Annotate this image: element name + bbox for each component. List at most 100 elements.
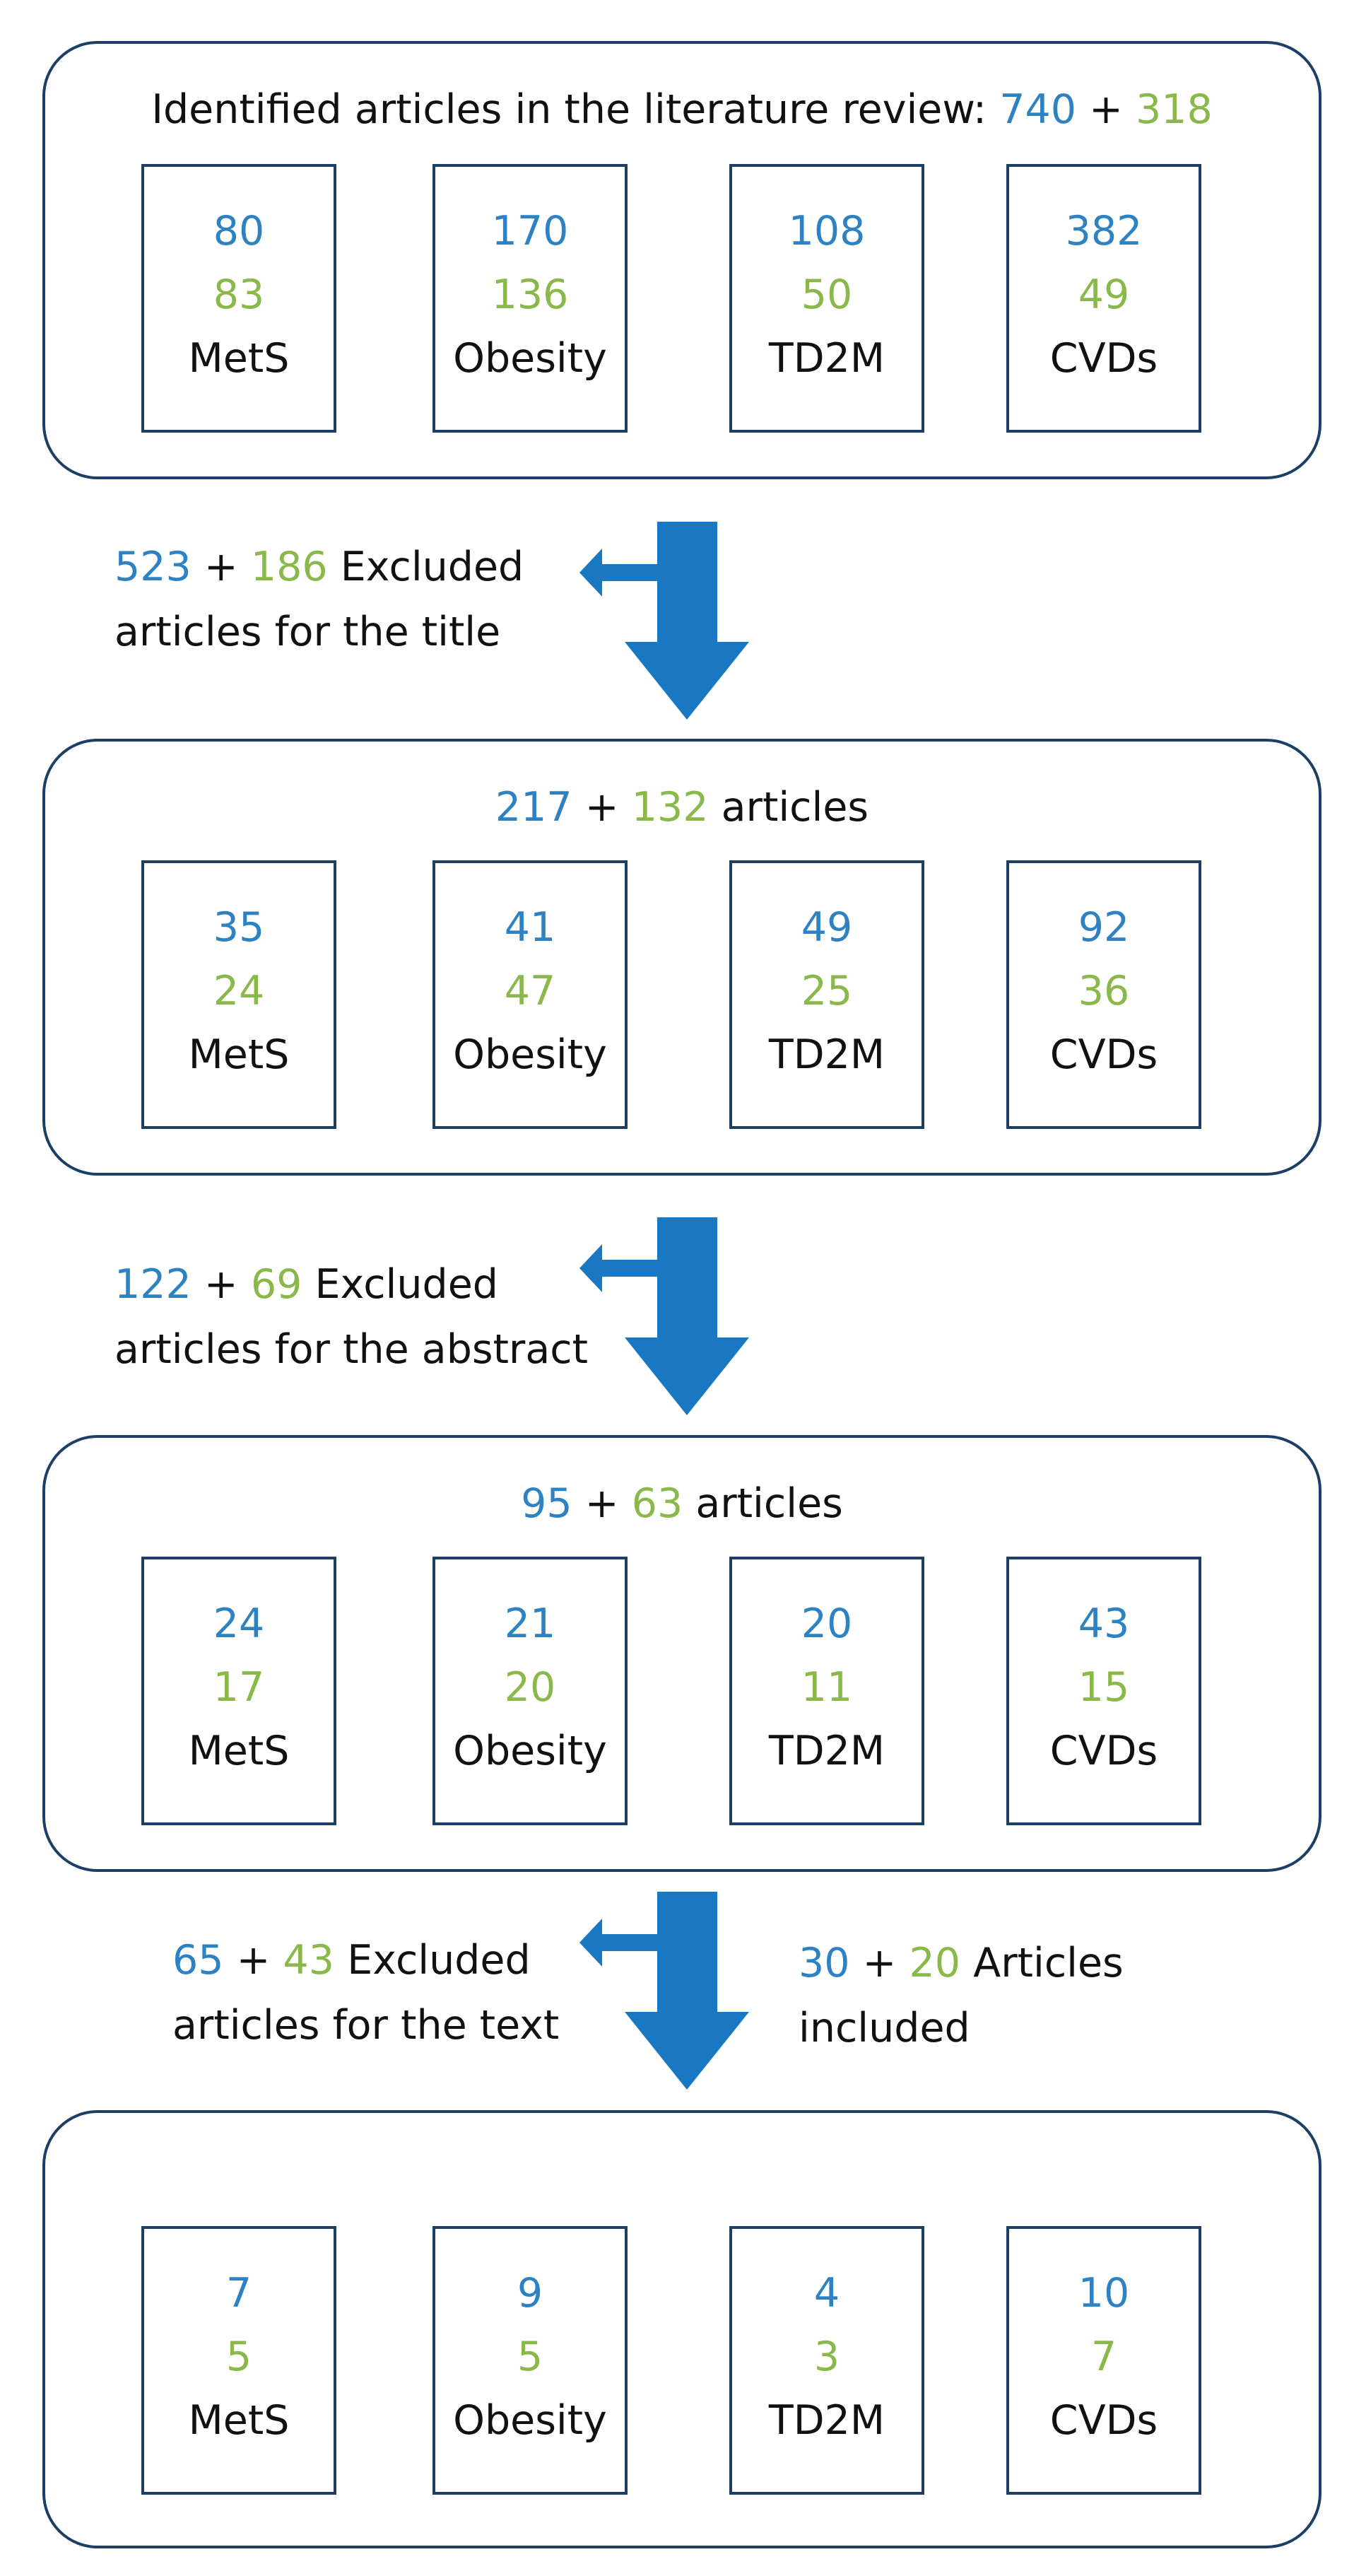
category-green-count: 25	[801, 968, 853, 1014]
category-blue-count: 49	[801, 904, 853, 951]
category-box-cvds: 10 7 CVDs	[1006, 2226, 1201, 2495]
category-green-count: 47	[504, 968, 556, 1014]
included-note-line2: included	[799, 2005, 970, 2051]
category-box-mets: 80 83 MetS	[141, 164, 336, 433]
stage-included: 7 5 MetS 9 5 Obesity 4 3 TD2M 10 7 CVDs	[42, 2110, 1321, 2548]
excluded-note-line1: 122 + 69 Excluded	[114, 1252, 588, 1317]
category-label: CVDs	[1049, 2397, 1158, 2444]
category-green-count: 136	[491, 271, 569, 318]
included-note-line1: 30 + 20 Articles	[799, 1931, 1124, 1996]
excluded-blue-count: 523	[114, 544, 192, 590]
category-box-cvds: 382 49 CVDs	[1006, 164, 1201, 433]
category-blue-count: 10	[1078, 2270, 1130, 2317]
excluded-note-line2: articles for the text	[172, 2002, 560, 2049]
category-blue-count: 382	[1065, 208, 1143, 254]
excluded-note-line1: 523 + 186 Excluded	[114, 534, 524, 599]
category-green-count: 7	[1090, 2334, 1117, 2380]
category-blue-count: 20	[801, 1600, 853, 1647]
down-arrow-shape	[625, 522, 749, 720]
category-box-cvds: 43 15 CVDs	[1006, 1557, 1201, 1825]
category-label: MetS	[188, 335, 290, 382]
excluded-note: 122 + 69 Excluded articles for the abstr…	[114, 1252, 588, 1382]
stage-title-blue-count: 740	[999, 86, 1076, 133]
down-arrow-shape	[625, 1217, 749, 1415]
category-green-count: 17	[213, 1664, 265, 1711]
category-green-count: 5	[517, 2334, 543, 2380]
category-box-mets: 24 17 MetS	[141, 1557, 336, 1825]
category-blue-count: 80	[213, 208, 265, 254]
category-box-mets: 7 5 MetS	[141, 2226, 336, 2495]
category-green-count: 11	[801, 1664, 853, 1711]
stage-title-suffix: articles	[695, 1480, 843, 1527]
category-label: Obesity	[453, 1728, 607, 1774]
stage-title-plus: +	[584, 1480, 619, 1527]
category-label: Obesity	[453, 1031, 607, 1078]
excluded-word: Excluded	[340, 544, 524, 590]
excluded-green-count: 186	[250, 544, 328, 590]
stage-title-prefix: Identified articles in the literature re…	[151, 86, 987, 133]
category-box-obesity: 170 136 Obesity	[432, 164, 628, 433]
excluded-plus: +	[204, 544, 238, 590]
stage-title: 95 + 63 articles	[45, 1480, 1319, 1527]
category-label: MetS	[188, 2397, 290, 2444]
stage-identified: Identified articles in the literature re…	[42, 41, 1321, 479]
category-box-obesity: 41 47 Obesity	[432, 860, 628, 1129]
stage-after-title: 217 + 132 articles 35 24 MetS 41 47 Obes…	[42, 739, 1321, 1176]
excluded-blue-count: 122	[114, 1261, 192, 1308]
excluded-word: Excluded	[347, 1937, 531, 1984]
category-blue-count: 24	[213, 1600, 265, 1647]
category-label: Obesity	[453, 335, 607, 382]
included-word: Articles	[973, 1940, 1124, 1986]
flow-arrow-down	[579, 1217, 749, 1415]
stage-title-green-count: 132	[631, 784, 709, 831]
left-arrow-shape	[579, 1919, 657, 1967]
category-blue-count: 35	[213, 904, 265, 951]
excluded-note-line2: articles for the abstract	[114, 1326, 588, 1373]
category-green-count: 49	[1078, 271, 1130, 318]
category-green-count: 83	[213, 271, 265, 318]
category-green-count: 24	[213, 968, 265, 1014]
stage-title-plus: +	[1089, 86, 1123, 133]
stage-title-green-count: 63	[631, 1480, 683, 1527]
category-blue-count: 41	[504, 904, 556, 951]
stage-title-suffix: articles	[721, 784, 869, 831]
left-arrow-shape	[579, 1244, 657, 1292]
category-label: TD2M	[768, 335, 885, 382]
stage-title: 217 + 132 articles	[45, 784, 1319, 831]
category-box-td2m: 108 50 TD2M	[729, 164, 924, 433]
category-label: MetS	[188, 1031, 290, 1078]
category-label: MetS	[188, 1728, 290, 1774]
category-label: CVDs	[1049, 1031, 1158, 1078]
category-green-count: 3	[813, 2334, 840, 2380]
category-blue-count: 92	[1078, 904, 1130, 951]
excluded-plus: +	[236, 1937, 271, 1984]
included-green-count: 20	[909, 1940, 961, 1986]
included-blue-count: 30	[799, 1940, 850, 1986]
category-green-count: 5	[225, 2334, 252, 2380]
stage-title-green-count: 318	[1136, 86, 1213, 133]
category-green-count: 20	[504, 1664, 556, 1711]
excluded-note: 523 + 186 Excluded articles for the titl…	[114, 534, 524, 665]
down-arrow-shape	[625, 1892, 749, 2090]
category-blue-count: 108	[788, 208, 866, 254]
excluded-plus: +	[204, 1261, 238, 1308]
category-label: TD2M	[768, 2397, 885, 2444]
excluded-word: Excluded	[314, 1261, 498, 1308]
category-green-count: 36	[1078, 968, 1130, 1014]
category-label: TD2M	[768, 1728, 885, 1774]
category-box-td2m: 20 11 TD2M	[729, 1557, 924, 1825]
excluded-note-line1: 65 + 43 Excluded	[172, 1928, 559, 1993]
excluded-note: 65 + 43 Excluded articles for the text	[172, 1928, 559, 2058]
flow-arrow-down	[579, 1892, 749, 2090]
excluded-green-count: 69	[250, 1261, 302, 1308]
category-blue-count: 4	[813, 2270, 840, 2317]
category-box-mets: 35 24 MetS	[141, 860, 336, 1129]
included-note: 30 + 20 Articles included	[799, 1931, 1124, 2061]
category-box-obesity: 9 5 Obesity	[432, 2226, 628, 2495]
stage-after-abstract: 95 + 63 articles 24 17 MetS 21 20 Obesit…	[42, 1435, 1321, 1872]
stage-title-blue-count: 217	[495, 784, 572, 831]
category-box-td2m: 49 25 TD2M	[729, 860, 924, 1129]
excluded-blue-count: 65	[172, 1937, 224, 1984]
category-blue-count: 9	[517, 2270, 543, 2317]
category-label: CVDs	[1049, 335, 1158, 382]
